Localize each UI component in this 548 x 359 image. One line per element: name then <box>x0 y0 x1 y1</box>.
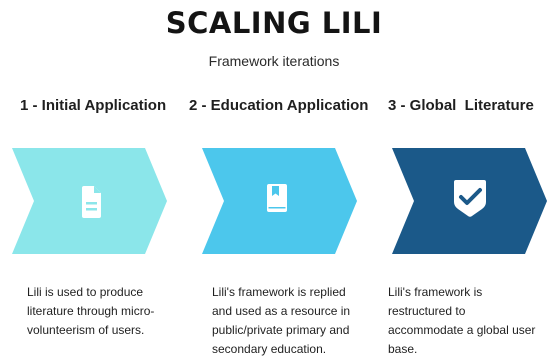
step-3-title: 3 - Global Literature <box>388 97 534 114</box>
step-2-description: Lili's framework is replied and used as … <box>212 285 351 356</box>
step-2-title: 2 - Education Application <box>189 97 369 114</box>
step-3-chevron <box>392 148 547 254</box>
step-3-arrow-shape <box>392 148 547 254</box>
step-3-description: Lili's framework is restructured to acco… <box>388 285 536 356</box>
step-1-chevron <box>12 148 167 254</box>
step-1-title: 1 - Initial Application <box>20 97 167 114</box>
diagram-title: SCALING LILI <box>165 6 383 40</box>
step-1-description: Lili is used to produce literature throu… <box>27 285 155 337</box>
step-2-arrow-shape <box>202 148 357 254</box>
diagram-subtitle: Framework iterations <box>208 53 340 69</box>
badge-check-icon <box>454 180 486 217</box>
step-1-arrow-shape <box>12 148 167 254</box>
step-2-chevron <box>202 148 357 254</box>
book-icon <box>267 184 287 212</box>
document-icon <box>82 186 101 218</box>
